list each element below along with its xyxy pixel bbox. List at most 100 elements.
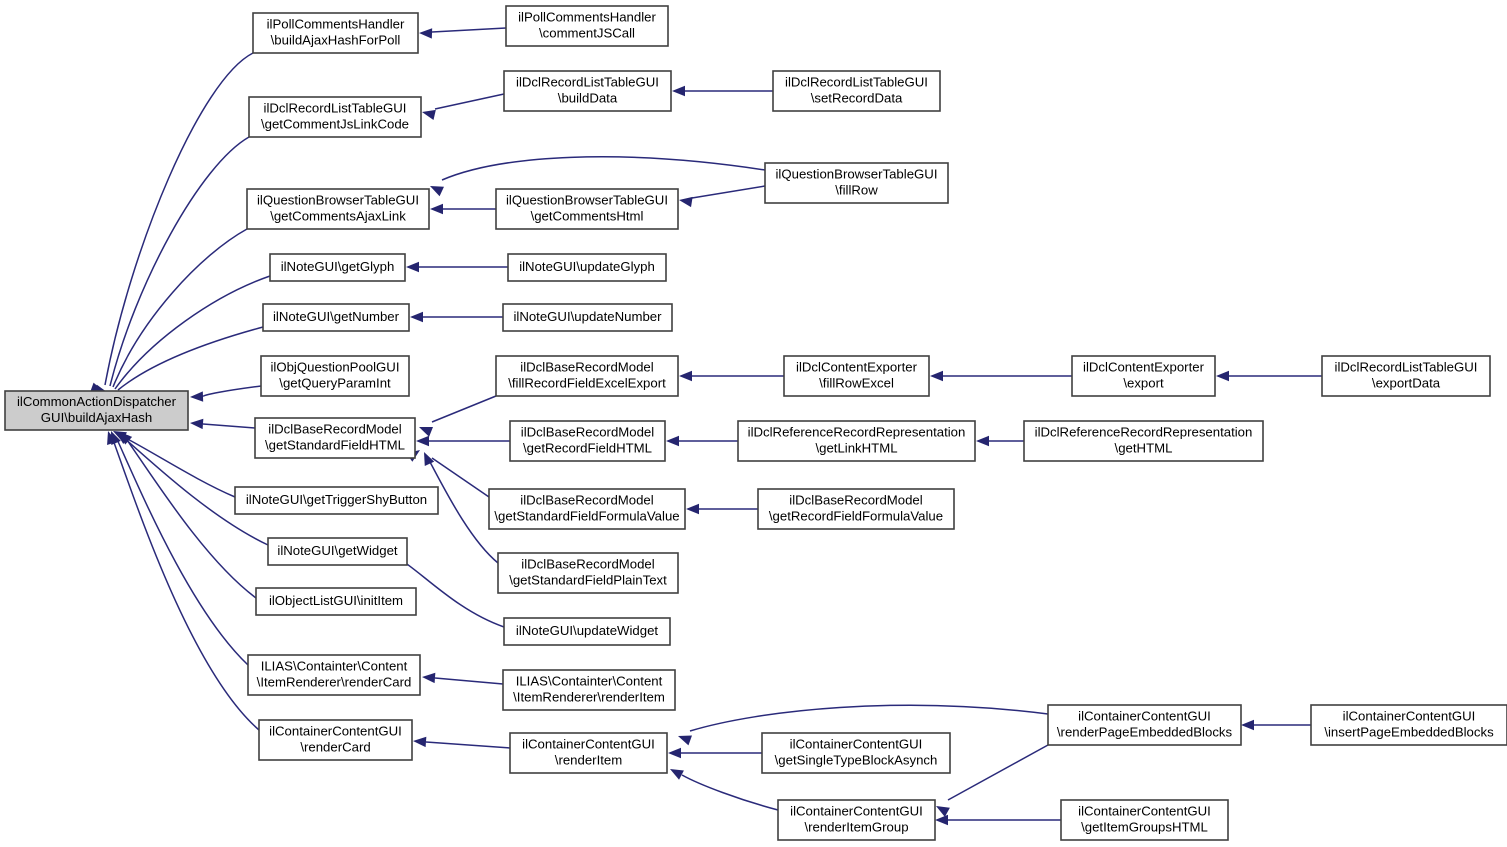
graph-node[interactable]: ilDclRecordListTableGUI\buildData: [503, 70, 672, 112]
node-box[interactable]: [234, 486, 439, 515]
node-box[interactable]: [503, 70, 672, 112]
graph-node[interactable]: ilNoteGUI\getNumber: [262, 303, 410, 332]
graph-edge: [416, 435, 510, 447]
node-box[interactable]: [764, 162, 949, 204]
graph-node[interactable]: ilQuestionBrowserTableGUI\getCommentsHtm…: [495, 188, 679, 230]
graph-node[interactable]: ilQuestionBrowserTableGUI\fillRow: [764, 162, 949, 204]
node-label: ilQuestionBrowserTableGUI: [506, 192, 668, 207]
node-box[interactable]: [1310, 704, 1507, 746]
node-box[interactable]: [1060, 799, 1229, 841]
graph-node[interactable]: ilDclContentExporter\fillRowExcel: [783, 355, 930, 397]
node-box[interactable]: [1071, 355, 1216, 397]
graph-node[interactable]: ilDclReferenceRecordRepresentation\getHT…: [1023, 420, 1264, 462]
node-box[interactable]: [269, 253, 406, 282]
graph-node[interactable]: ilDclBaseRecordModel\getRecordFieldHTML: [509, 420, 666, 462]
graph-node[interactable]: ILIAS\Containter\Content\ItemRenderer\re…: [502, 669, 676, 711]
graph-edge: [668, 747, 762, 759]
node-box[interactable]: [761, 732, 951, 774]
node-label: ilDclRecordListTableGUI: [264, 100, 407, 115]
graph-node[interactable]: ilContainerContentGUI\getSingleTypeBlock…: [761, 732, 951, 774]
graph-node[interactable]: ilNoteGUI\updateWidget: [503, 617, 671, 646]
node-label: ilDclContentExporter: [796, 359, 918, 374]
graph-node[interactable]: ilContainerContentGUI\renderPageEmbedded…: [1047, 704, 1242, 746]
graph-node[interactable]: ilDclRecordListTableGUI\getCommentJsLink…: [248, 96, 422, 138]
graph-node[interactable]: ilDclContentExporter\export: [1071, 355, 1216, 397]
node-label: \fillRow: [835, 182, 878, 197]
graph-node[interactable]: ilContainerContentGUI\renderCard: [258, 719, 413, 761]
graph-node[interactable]: ILIAS\Containter\Content\ItemRenderer\re…: [247, 654, 421, 696]
node-label: ilContainerContentGUI: [1078, 803, 1211, 818]
graph-node[interactable]: ilQuestionBrowserTableGUI\getCommentsAja…: [246, 188, 430, 230]
node-box[interactable]: [246, 188, 430, 230]
node-box[interactable]: [772, 70, 941, 112]
node-box[interactable]: [262, 303, 410, 332]
node-box[interactable]: [248, 96, 422, 138]
graph-node[interactable]: ilNoteGUI\updateGlyph: [507, 253, 667, 282]
node-box[interactable]: [502, 303, 673, 332]
graph-node[interactable]: ilContainerContentGUI\renderItemGroup: [777, 799, 936, 841]
node-box[interactable]: [509, 420, 666, 462]
graph-node[interactable]: ilDclBaseRecordModel\fillRecordFieldExce…: [495, 355, 679, 397]
graph-node[interactable]: ilDclBaseRecordModel\getStandardFieldPla…: [497, 552, 679, 594]
graph-node[interactable]: ilNoteGUI\getWidget: [267, 537, 408, 566]
node-box[interactable]: [777, 799, 936, 841]
graph-node[interactable]: ilPollCommentsHandler\commentJSCall: [505, 5, 669, 47]
node-box[interactable]: [254, 417, 416, 459]
node-label: \getStandardFieldPlainText: [509, 572, 667, 587]
node-box[interactable]: [488, 488, 686, 530]
graph-node[interactable]: ilNoteGUI\getGlyph: [269, 253, 406, 282]
node-label: \renderCard: [300, 739, 370, 754]
graph-node[interactable]: ilDclRecordListTableGUI\exportData: [1321, 355, 1491, 397]
node-label: \ItemRenderer\renderItem: [513, 689, 665, 704]
node-box[interactable]: [505, 5, 669, 47]
graph-node[interactable]: ilPollCommentsHandler\buildAjaxHashForPo…: [252, 12, 419, 54]
node-label: \commentJSCall: [539, 25, 635, 40]
graph-node[interactable]: ilNoteGUI\getTriggerShyButton: [234, 486, 439, 515]
node-box[interactable]: [252, 12, 419, 54]
node-label: \renderItem: [555, 752, 622, 767]
node-box[interactable]: [507, 253, 667, 282]
node-box[interactable]: [1047, 704, 1242, 746]
node-box[interactable]: [267, 537, 408, 566]
graph-node[interactable]: ilDclBaseRecordModel\getRecordFieldFormu…: [757, 488, 955, 530]
node-label: \getLinkHTML: [815, 440, 897, 455]
node-box[interactable]: [737, 420, 976, 462]
graph-edge: [424, 452, 499, 564]
graph-edge: [90, 52, 254, 393]
node-label: ilCommonActionDispatcher: [17, 394, 177, 409]
node-box[interactable]: [1023, 420, 1264, 462]
node-box[interactable]: [260, 355, 410, 397]
graph-edge: [1241, 719, 1311, 731]
graph-node[interactable]: ilDclReferenceRecordRepresentation\getLi…: [737, 420, 976, 462]
node-box[interactable]: [783, 355, 930, 397]
node-box[interactable]: [258, 719, 413, 761]
node-box[interactable]: [509, 732, 668, 774]
node-box[interactable]: [255, 587, 417, 616]
node-box[interactable]: [1321, 355, 1491, 397]
node-label: \getHTML: [1115, 440, 1173, 455]
node-box[interactable]: [497, 552, 679, 594]
node-label: ilQuestionBrowserTableGUI: [257, 192, 419, 207]
node-box[interactable]: [4, 390, 189, 431]
node-box[interactable]: [757, 488, 955, 530]
graph-node[interactable]: ilObjQuestionPoolGUI\getQueryParamInt: [260, 355, 410, 397]
node-box[interactable]: [495, 355, 679, 397]
graph-node[interactable]: ilNoteGUI\updateNumber: [502, 303, 673, 332]
node-label: ilDclReferenceRecordRepresentation: [1035, 424, 1253, 439]
graph-edge: [672, 85, 773, 97]
node-box[interactable]: [495, 188, 679, 230]
graph-node[interactable]: ilContainerContentGUI\renderItem: [509, 732, 668, 774]
node-box[interactable]: [503, 617, 671, 646]
graph-node[interactable]: ilDclBaseRecordModel\getStandardFieldFor…: [488, 488, 686, 530]
graph-node[interactable]: ilContainerContentGUI\insertPageEmbedded…: [1310, 704, 1507, 746]
node-box[interactable]: [502, 669, 676, 711]
graph-node[interactable]: ilDclBaseRecordModel\getStandardFieldHTM…: [254, 417, 416, 459]
graph-node[interactable]: ilDclRecordListTableGUI\setRecordData: [772, 70, 941, 112]
node-box[interactable]: [247, 654, 421, 696]
graph-edge: [97, 275, 271, 398]
node-label: \setRecordData: [811, 90, 903, 105]
graph-node[interactable]: ilObjectListGUI\initItem: [255, 587, 417, 616]
graph-node[interactable]: ilContainerContentGUI\getItemGroupsHTML: [1060, 799, 1229, 841]
graph-node-root[interactable]: ilCommonActionDispatcherGUI\buildAjaxHas…: [4, 390, 189, 431]
